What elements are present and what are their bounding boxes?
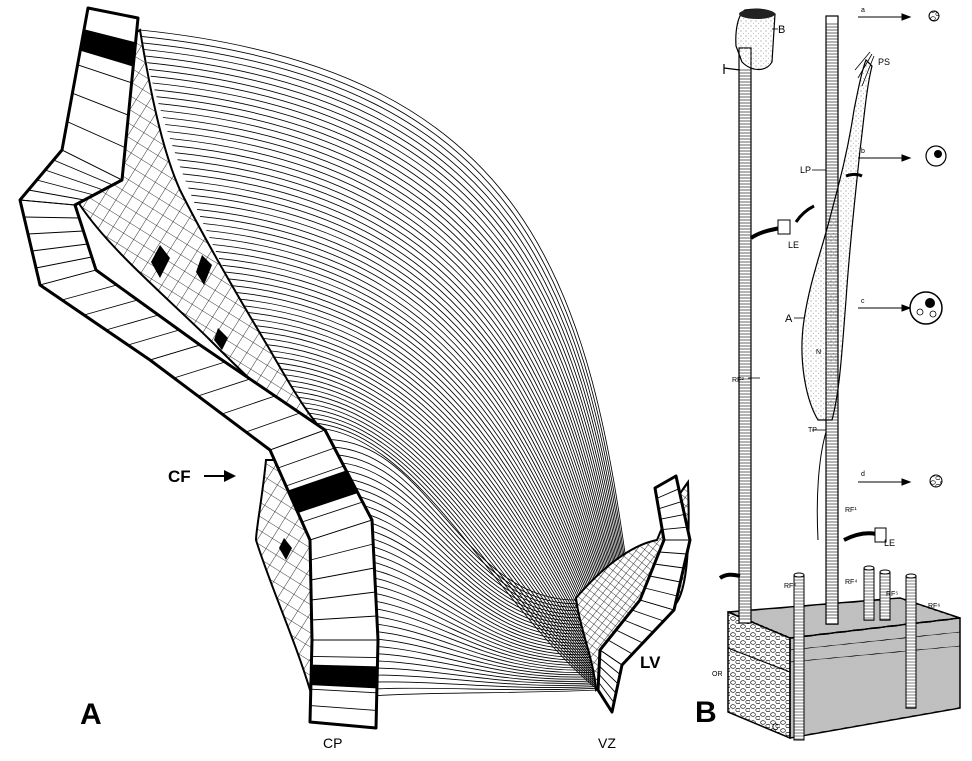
label-lp: LP — [800, 165, 811, 175]
label-rf4: RF⁴ — [845, 579, 857, 586]
label-rf3: RF³ — [784, 583, 796, 590]
label-rf2: RF² — [732, 377, 744, 384]
cross-section-arrows — [858, 13, 912, 486]
label-sec-a: a — [861, 7, 865, 14]
fibre-rf1 — [718, 15, 887, 625]
panel-b-fibre-detail: B PS LP LE A N RF² TP RF¹ LE RF³ RF⁴ RF⁵… — [695, 7, 961, 741]
cross-section-samples — [909, 10, 947, 488]
label-cf: CF — [168, 467, 191, 486]
label-tp: TP — [808, 427, 817, 434]
panel-a-label: A — [80, 698, 102, 731]
label-b: B — [778, 24, 785, 36]
label-sec-d: d — [861, 471, 865, 478]
label-sec-b: b — [861, 148, 865, 155]
label-c: C — [772, 722, 779, 732]
cf-arrow — [204, 470, 236, 482]
label-rf6: RF⁶ — [928, 603, 940, 610]
label-rf1: RF¹ — [845, 507, 857, 514]
panel-b-label: B — [695, 696, 717, 729]
short-fibres-rf3-rf6 — [793, 565, 917, 741]
fibre-rf2 — [723, 8, 791, 624]
label-vz: VZ — [598, 735, 616, 751]
label-le-upper: LE — [788, 240, 799, 250]
label-a: A — [785, 313, 793, 325]
leader-lines — [748, 28, 875, 431]
label-cp: CP — [323, 735, 342, 751]
label-n: N — [816, 349, 821, 356]
label-le-lower: LE — [884, 538, 895, 548]
label-or: OR — [712, 671, 723, 678]
label-sec-c: c — [861, 298, 865, 305]
cortical-plate-band — [18, 6, 380, 730]
panel-a-radial-glia-diagram: CF LV CP VZ A — [18, 6, 692, 751]
radial-fibre-field — [139, 29, 631, 701]
label-ps: PS — [878, 57, 890, 67]
ventricular-band — [596, 474, 692, 714]
label-rf5: RF⁵ — [886, 591, 898, 598]
tissue-block — [727, 597, 961, 740]
label-lv: LV — [640, 653, 661, 672]
